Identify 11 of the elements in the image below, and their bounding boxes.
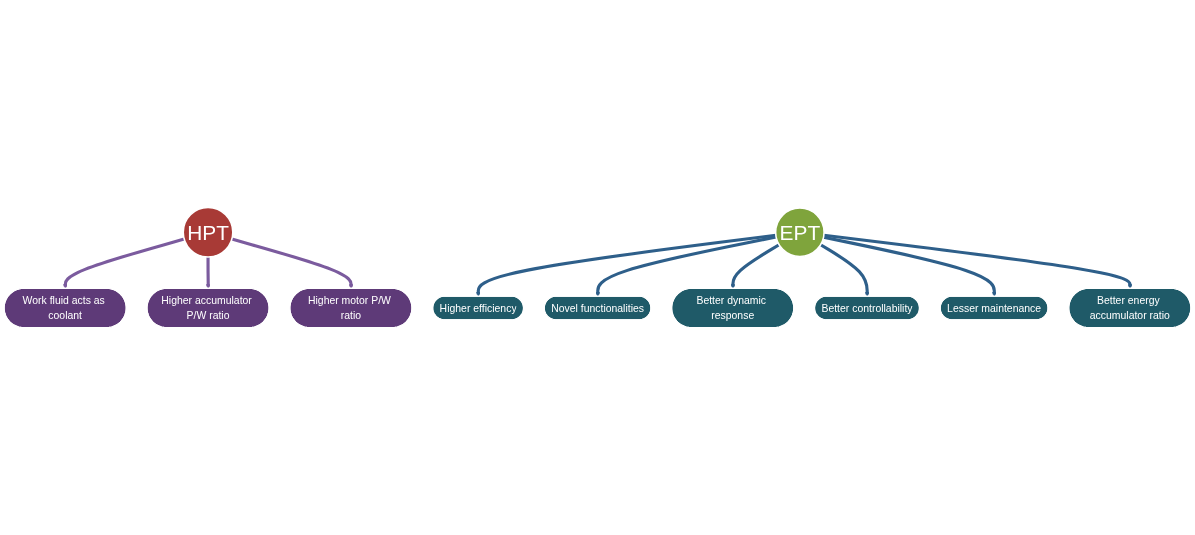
node-circle: EPT	[774, 207, 825, 258]
arrow	[823, 233, 1133, 289]
arrow	[595, 235, 777, 297]
arrow	[205, 257, 211, 289]
node-circle: HPT	[182, 206, 234, 258]
arrow	[730, 243, 780, 289]
arrow	[819, 243, 870, 297]
arrow	[63, 237, 185, 289]
arrow	[823, 235, 997, 297]
arrow	[476, 233, 777, 297]
arrow	[231, 237, 354, 289]
